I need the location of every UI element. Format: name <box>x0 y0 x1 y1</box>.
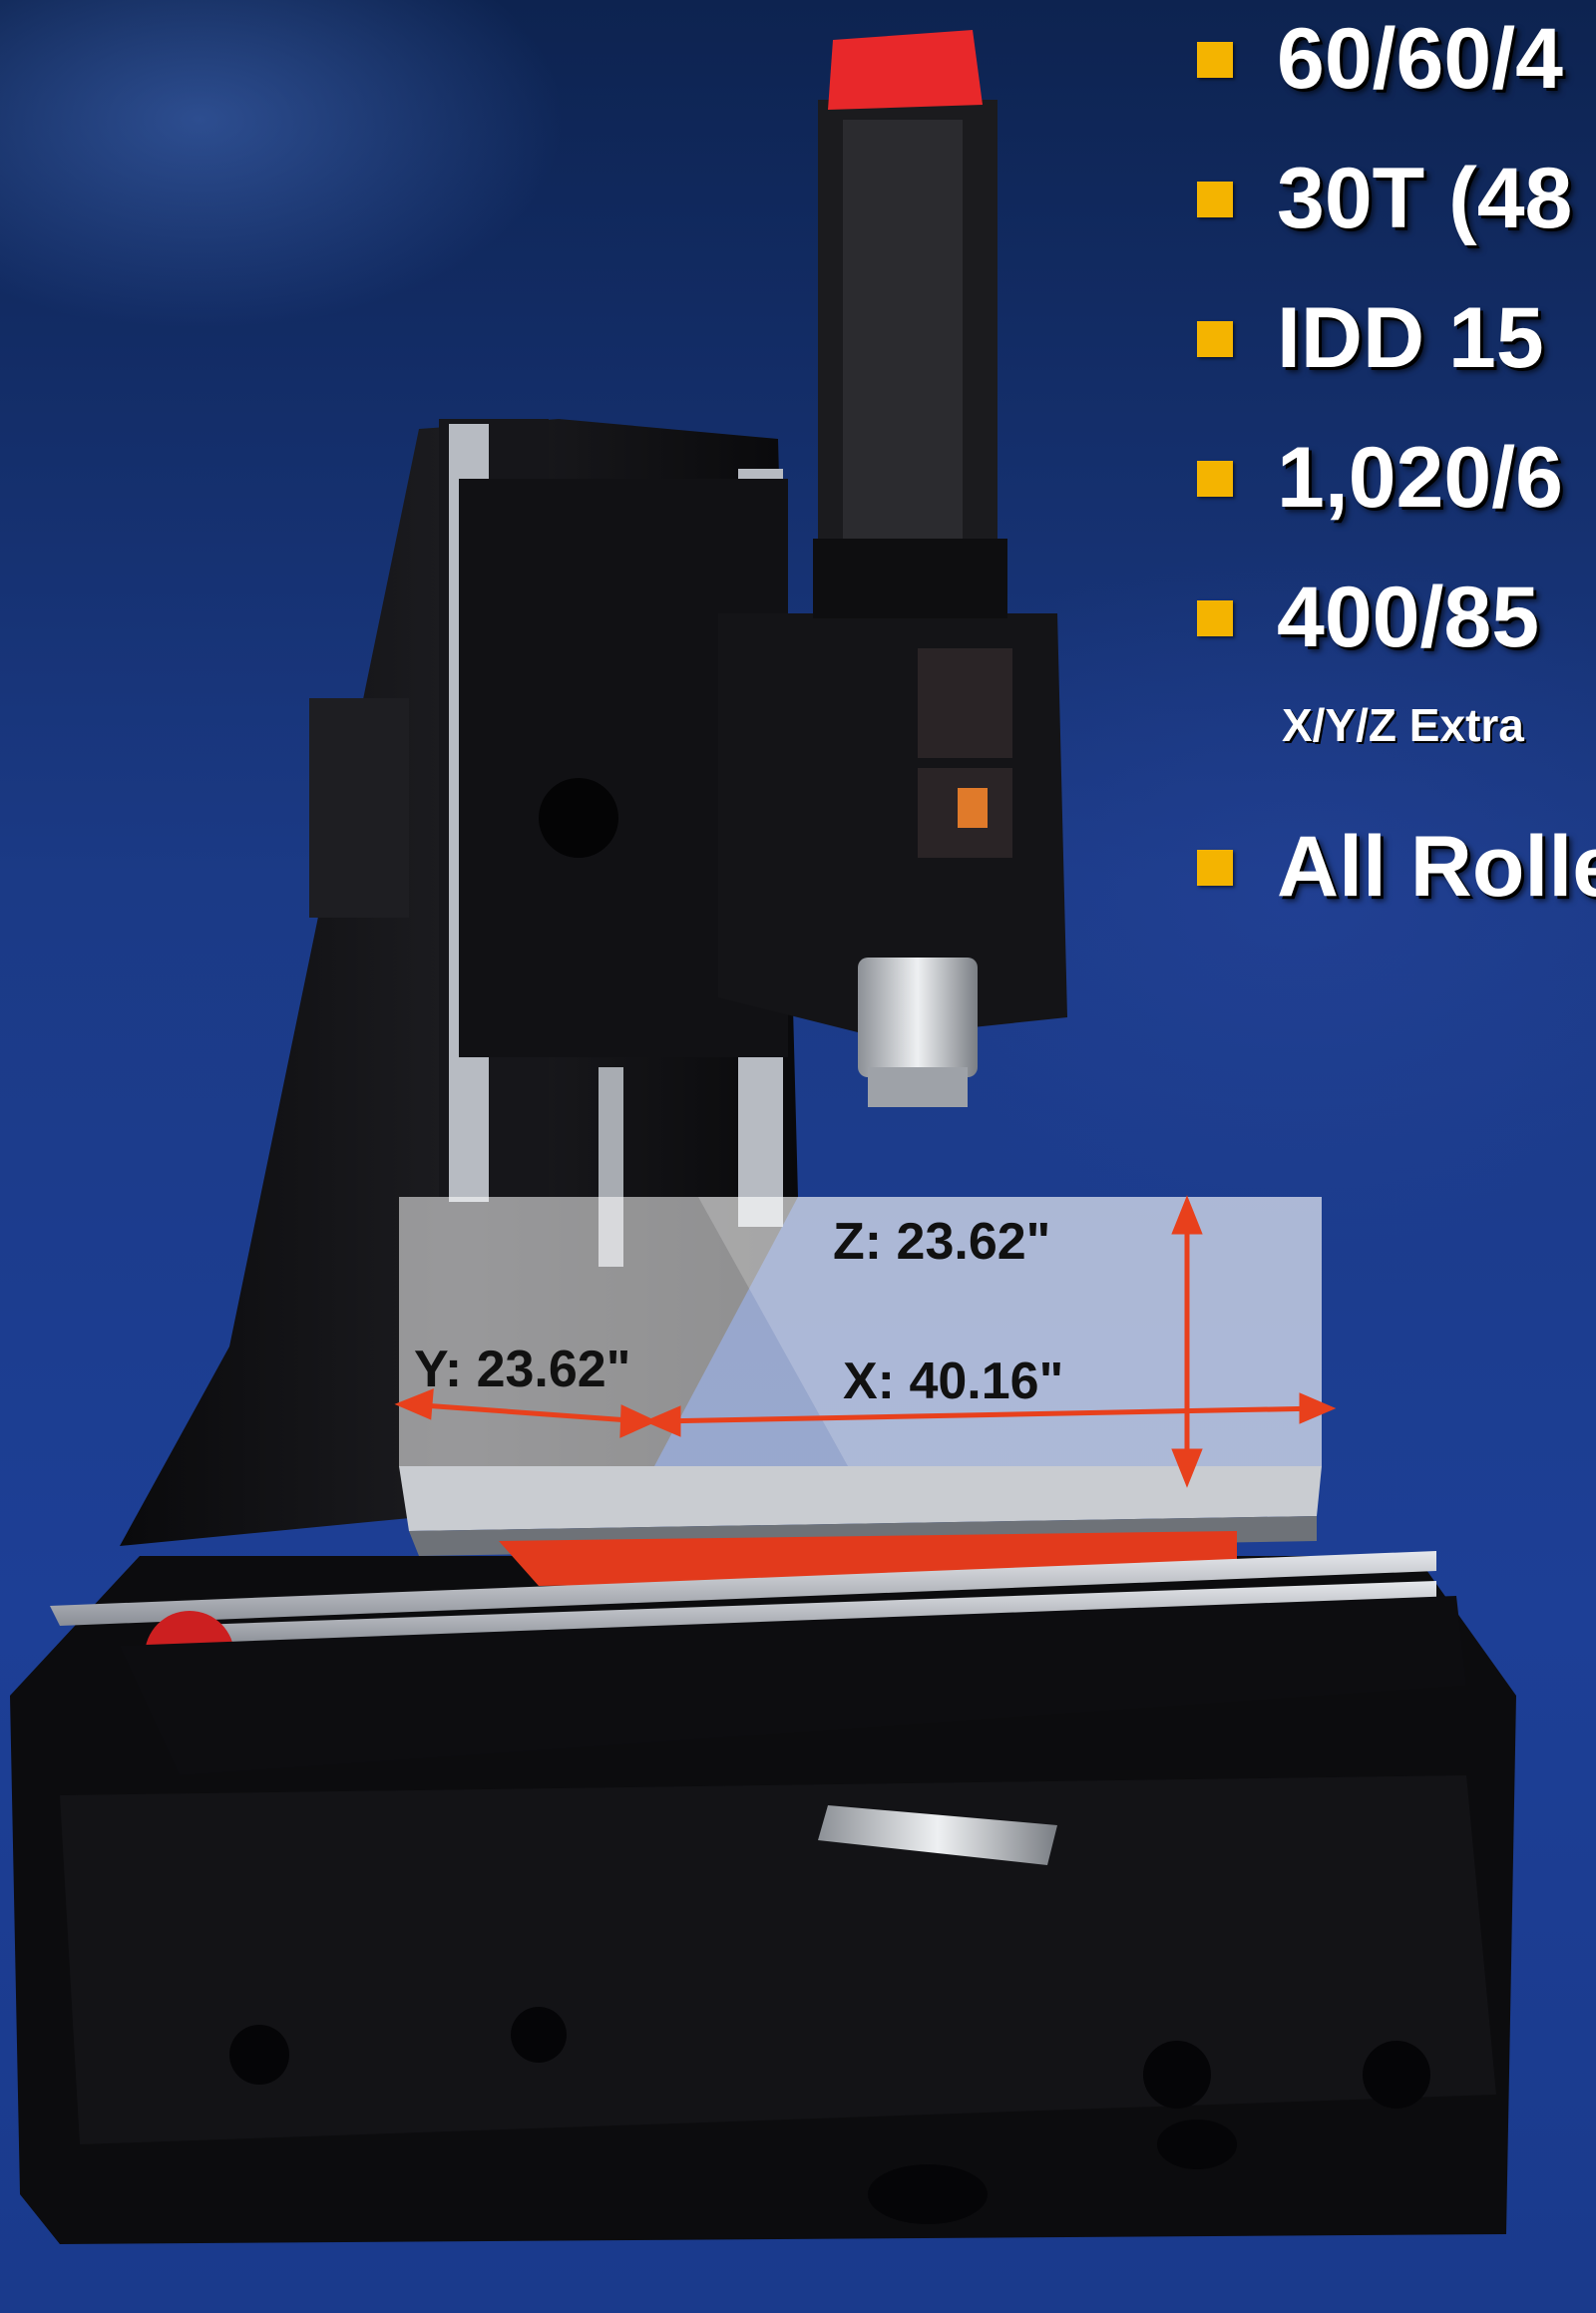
square-bullet-icon <box>1197 850 1233 886</box>
machine-table <box>399 1466 1322 1531</box>
x-dimension-label: X: 40.16" <box>843 1352 1063 1410</box>
spec-item-4: 1,020/6 <box>1277 430 1563 526</box>
y-dimension-label: Y: 23.62" <box>414 1341 630 1398</box>
spindle-nose <box>858 958 978 1077</box>
spindle-cap <box>828 30 983 110</box>
square-bullet-icon <box>1197 461 1233 497</box>
square-bullet-icon <box>1197 42 1233 78</box>
work-envelope <box>399 1197 1322 1466</box>
spec-item-1: 60/60/4 <box>1277 11 1563 107</box>
square-bullet-icon <box>1197 321 1233 357</box>
square-bullet-icon <box>1197 600 1233 636</box>
z-axis-arrow <box>1171 1195 1203 1488</box>
x-axis-arrow <box>643 1392 1337 1437</box>
z-dimension-label: Z: 23.62" <box>833 1213 1050 1271</box>
spec-item-3: IDD 15 <box>1277 290 1544 386</box>
y-axis-arrow <box>394 1388 658 1438</box>
spec-item-5: 400/85 <box>1277 570 1540 665</box>
square-bullet-icon <box>1197 182 1233 217</box>
spec-item-6: All Rolle <box>1277 819 1596 915</box>
spec-item-2: 30T (48 <box>1277 151 1573 246</box>
linear-rail <box>50 1551 1436 1626</box>
spec-list: 60/60/4 30T (48 IDD 15 1,020/6 400/85 X/… <box>1197 0 1596 958</box>
spec-subtext: X/Y/Z Extra <box>1282 699 1524 751</box>
